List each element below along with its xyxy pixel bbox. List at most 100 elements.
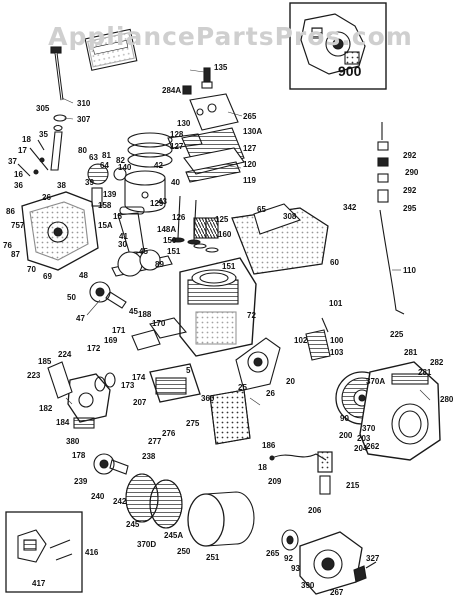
callout-86[interactable]: 86 (6, 207, 15, 216)
throttle-rod[interactable] (379, 209, 405, 315)
callout-184[interactable]: 184 (56, 418, 70, 427)
callout-242[interactable]: 242 (113, 497, 127, 506)
callout-42[interactable]: 42 (154, 161, 163, 170)
callout-174[interactable]: 174 (132, 373, 146, 382)
callout-277[interactable]: 277 (148, 437, 162, 446)
callout-70[interactable]: 70 (27, 265, 36, 274)
callout-182[interactable]: 182 (39, 404, 53, 413)
callout-45a[interactable]: 45 (139, 247, 148, 256)
callout-64[interactable]: 64 (100, 161, 109, 170)
callout-360[interactable]: 360 (201, 394, 215, 403)
callout-209[interactable]: 209 (268, 477, 282, 486)
callout-38[interactable]: 38 (57, 181, 66, 190)
callout-17[interactable]: 17 (18, 146, 27, 155)
manual-booklet[interactable] (84, 28, 138, 71)
callout-93[interactable]: 93 (291, 564, 300, 573)
callout-43[interactable]: 43 (158, 197, 167, 206)
callout-25[interactable]: 25 (238, 383, 247, 392)
callout-292b[interactable]: 292 (403, 186, 417, 195)
starter-pulley[interactable] (281, 529, 299, 551)
callout-262[interactable]: 262 (366, 442, 380, 451)
shroud-bracket[interactable] (253, 203, 302, 235)
callout-265[interactable]: 265 (243, 112, 257, 121)
callout-76[interactable]: 76 (3, 241, 12, 250)
callout-173[interactable]: 173 (121, 381, 135, 390)
starter-cup[interactable] (235, 337, 281, 391)
callout-390[interactable]: 390 (301, 581, 315, 590)
callout-281b[interactable]: 281 (418, 368, 432, 377)
wiring-harness[interactable] (269, 453, 327, 461)
callout-135[interactable]: 135 (214, 63, 228, 72)
callout-87[interactable]: 87 (11, 250, 20, 259)
callout-265b[interactable]: 265 (266, 549, 280, 558)
callout-103[interactable]: 103 (330, 348, 344, 357)
callout-39[interactable]: 39 (85, 178, 94, 187)
callout-69[interactable]: 69 (43, 272, 52, 281)
callout-48[interactable]: 48 (79, 271, 88, 280)
callout-139[interactable]: 139 (103, 190, 117, 199)
callout-128[interactable]: 128 (170, 130, 184, 139)
callout-223[interactable]: 223 (27, 371, 41, 380)
callout-119[interactable]: 119 (243, 176, 256, 185)
crankcase-cover[interactable] (21, 191, 99, 271)
plug-nut[interactable] (182, 85, 192, 95)
callout-37[interactable]: 37 (8, 157, 17, 166)
governor-linkage[interactable] (17, 139, 49, 177)
callout-224[interactable]: 224 (58, 350, 72, 359)
callout-158[interactable]: 158 (98, 201, 112, 210)
callout-292a[interactable]: 292 (403, 151, 417, 160)
callout-250[interactable]: 250 (177, 547, 191, 556)
callout-215[interactable]: 215 (346, 481, 360, 490)
callout-90[interactable]: 90 (340, 414, 349, 423)
callout-245a[interactable]: 245A (164, 531, 184, 540)
callout-151a[interactable]: 151 (167, 247, 181, 256)
callout-45b[interactable]: 45 (129, 307, 138, 316)
callout-185[interactable]: 185 (38, 357, 52, 366)
callout-148a[interactable]: 148A (157, 225, 177, 234)
valve-springs[interactable] (193, 217, 219, 239)
fuel-line-stack[interactable] (377, 122, 389, 203)
callout-129[interactable]: 129 (150, 199, 164, 208)
callout-307[interactable]: 307 (77, 115, 91, 124)
callout-370[interactable]: 370 (362, 424, 376, 433)
callout-130a[interactable]: 130A (243, 127, 263, 136)
callout-26b[interactable]: 26 (266, 389, 275, 398)
callout-225[interactable]: 225 (390, 330, 404, 339)
callout-50[interactable]: 50 (67, 293, 76, 302)
callout-72[interactable]: 72 (247, 311, 256, 320)
callout-417[interactable]: 417 (32, 579, 46, 588)
callout-151b[interactable]: 151 (222, 262, 236, 271)
callout-238[interactable]: 238 (142, 452, 156, 461)
callout-15a[interactable]: 15A (98, 221, 113, 230)
callout-245[interactable]: 245 (126, 520, 140, 529)
callout-89[interactable]: 89 (155, 260, 164, 269)
head-gasket[interactable] (167, 133, 203, 149)
callout-342[interactable]: 342 (343, 203, 357, 212)
switch-assembly[interactable] (317, 451, 333, 495)
callout-290[interactable]: 290 (405, 168, 419, 177)
callout-65[interactable]: 65 (257, 205, 266, 214)
callout-204[interactable]: 204 (354, 444, 368, 453)
callout-200[interactable]: 200 (339, 431, 353, 440)
callout-206[interactable]: 206 (308, 506, 322, 515)
callout-172[interactable]: 172 (87, 344, 101, 353)
callout-171[interactable]: 171 (112, 326, 126, 335)
callout-127a[interactable]: 127 (170, 142, 184, 151)
callout-125[interactable]: 125 (215, 215, 229, 224)
callout-305[interactable]: 305 (36, 104, 50, 113)
spark-plug[interactable] (201, 67, 213, 89)
fill-tube[interactable] (50, 114, 67, 171)
carb-gaskets[interactable] (94, 372, 116, 392)
callout-20[interactable]: 20 (286, 377, 295, 386)
callout-41[interactable]: 41 (119, 232, 128, 241)
callout-140[interactable]: 140 (118, 163, 132, 172)
callout-281a[interactable]: 281 (404, 348, 418, 357)
callout-169[interactable]: 169 (104, 336, 118, 345)
callout-5[interactable]: 5 (186, 366, 191, 375)
callout-60[interactable]: 60 (330, 258, 339, 267)
callout-240[interactable]: 240 (91, 492, 105, 501)
callout-15[interactable]: 15 (113, 212, 122, 221)
callout-82[interactable]: 82 (116, 156, 125, 165)
callout-284a[interactable]: 284A (162, 86, 182, 95)
callout-40[interactable]: 40 (171, 178, 180, 187)
